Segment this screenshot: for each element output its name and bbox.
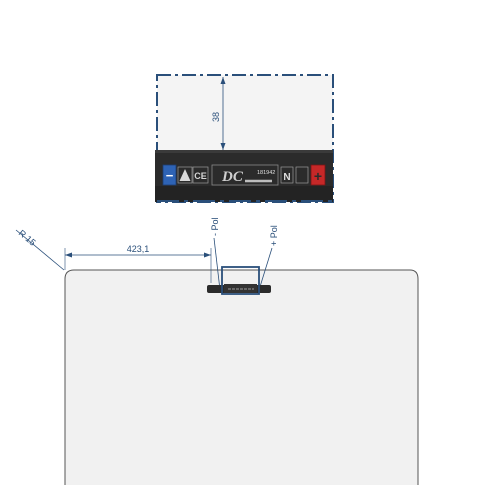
pos-pole-leader — [258, 247, 273, 291]
width-arrow-right — [204, 252, 211, 258]
brand-mark-text: DC — [221, 169, 244, 185]
width-dimension-text: 423,1 — [127, 244, 150, 254]
empty-slot — [295, 166, 309, 184]
brand-logo: DC 181942 — [211, 164, 279, 186]
ce-mark-icon: CE — [192, 166, 209, 184]
connector-top-edge — [155, 150, 333, 153]
connector-detail-view: 38 − CE DC 181942 N — [155, 74, 334, 203]
minus-symbol: − — [166, 168, 174, 183]
radius-text: R 15 — [17, 228, 38, 248]
svg-text:CE: CE — [194, 171, 207, 181]
radius-leader-line — [15, 229, 65, 271]
minus-terminal-button — [162, 164, 177, 186]
neg-pole-label: - Pol — [210, 217, 220, 236]
pos-pole-label: + Pol — [269, 225, 279, 246]
plus-symbol: + — [314, 168, 322, 184]
width-arrow-left — [65, 252, 72, 258]
connector-bottom-band — [155, 186, 333, 202]
detail-frame — [156, 74, 334, 203]
part-number: 181942 — [257, 170, 275, 176]
height-arrow-bottom — [220, 143, 226, 150]
svg-text:N: N — [283, 172, 290, 183]
plus-terminal-button — [310, 164, 326, 186]
n-symbol-icon: N — [280, 166, 294, 184]
warning-triangle-icon — [177, 166, 193, 184]
neg-pole-leader — [213, 237, 221, 291]
plate-outline — [64, 269, 419, 485]
height-dimension-text: 38 — [211, 112, 221, 122]
height-arrow-top — [220, 77, 226, 84]
plate-view: R 15 423,1 - Pol + Pol — [15, 217, 419, 485]
plate-connector-body — [221, 266, 260, 295]
